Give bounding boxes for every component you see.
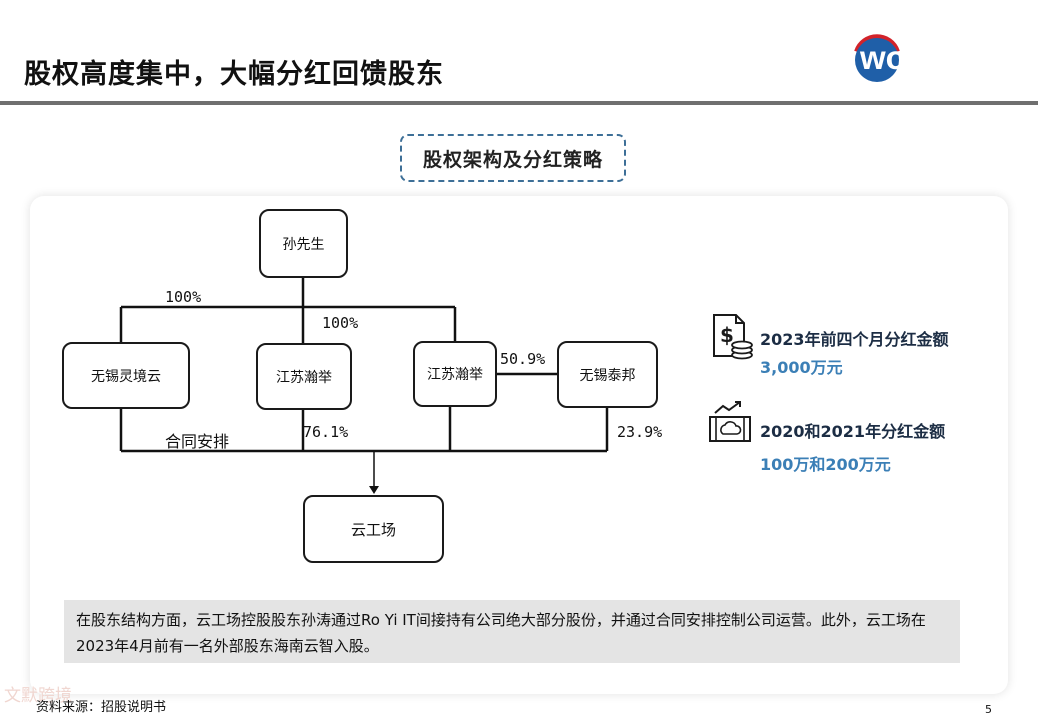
pct-label-23-9: 23.9% <box>617 423 663 441</box>
page-number: 5 <box>985 703 992 716</box>
svg-text:$: $ <box>720 323 734 347</box>
node-jiangsu-hanju-2: 江苏瀚举 <box>413 341 497 407</box>
watermark: 文默跨境 <box>4 686 72 706</box>
page-title: 股权高度集中，大幅分红回馈股东 <box>24 59 444 90</box>
works-logo: works <box>854 34 955 82</box>
summary-note: 在股东结构方面，云工场控股股东孙涛通过Ro Yi IT间接持有公司绝大部分股份，… <box>64 600 960 663</box>
section-tag: 股权架构及分红策略 <box>400 134 626 182</box>
node-wuxi-lingjingyun: 无锡灵境云 <box>62 342 190 409</box>
dollar-document-icon: $ <box>713 314 753 360</box>
node-jiangsu-hanju-1: 江苏瀚举 <box>256 343 352 410</box>
stat-value-2020-2021: 100万和200万元 <box>760 455 891 474</box>
stat-title-2020-2021: 2020和2021年分红金额 <box>760 422 946 441</box>
stat-value-2023: 3,000万元 <box>760 358 843 377</box>
arrow-head <box>369 486 379 494</box>
node-wuxi-taibang: 无锡泰邦 <box>557 341 658 408</box>
pct-label-100-left: 100% <box>165 288 202 306</box>
logo-blue-circle <box>855 38 899 82</box>
cloud-growth-icon <box>709 401 751 442</box>
title-divider <box>0 101 1038 105</box>
node-sun: 孙先生 <box>259 209 348 278</box>
pct-label-50-9: 50.9% <box>500 350 546 368</box>
node-yungongchang: 云工场 <box>303 495 444 563</box>
source-footnote: 资料来源：招股说明书 <box>36 700 167 715</box>
pct-label-76-1: 76.1% <box>303 423 349 441</box>
contract-arrangement-label: 合同安排 <box>165 432 230 451</box>
pct-label-100-mid: 100% <box>322 314 359 332</box>
logo-text: works <box>859 39 955 76</box>
stat-title-2023: 2023年前四个月分红金额 <box>760 330 949 349</box>
